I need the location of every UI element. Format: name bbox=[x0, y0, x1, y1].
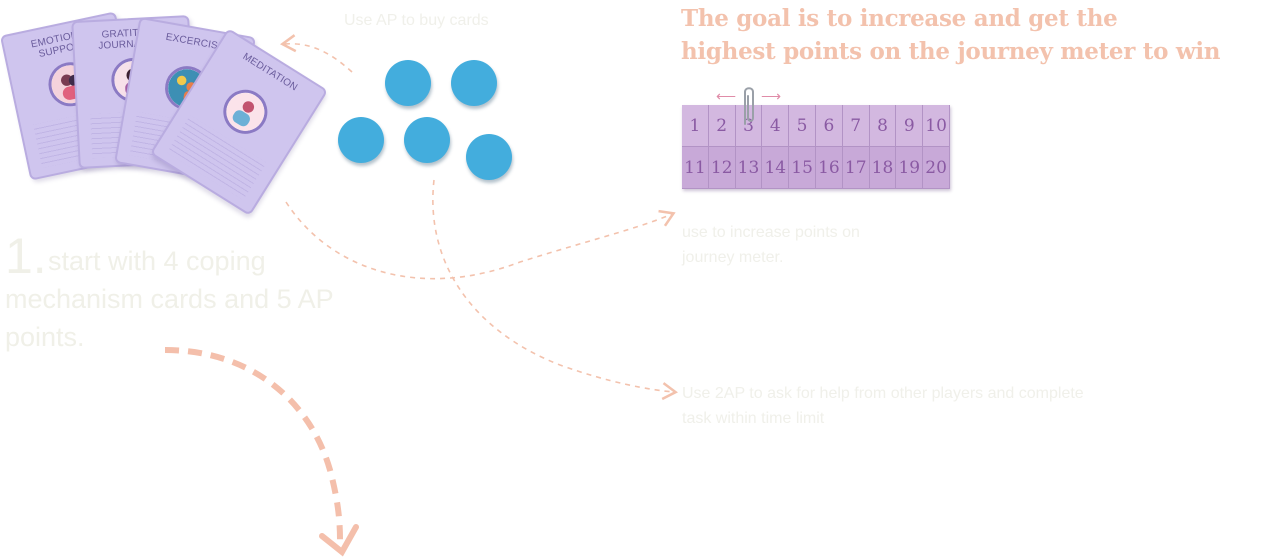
meter-cell-13: 13 bbox=[735, 147, 763, 189]
arrow-left-icon: ⟵ bbox=[716, 88, 737, 104]
step-text: start with 4 coping mechanism cards and … bbox=[5, 246, 334, 352]
goal-line-1: The goal is to increase and get the bbox=[681, 5, 1118, 32]
meter-cell-5: 5 bbox=[789, 105, 816, 147]
ap-token[interactable] bbox=[338, 117, 384, 163]
increase-points-label: use to increase points on journey meter. bbox=[682, 220, 860, 270]
meter-cell-20: 20 bbox=[923, 147, 950, 189]
increase-line-2: journey meter. bbox=[682, 249, 784, 266]
paperclip-icon[interactable] bbox=[741, 84, 757, 128]
meter-cell-12: 12 bbox=[708, 147, 736, 189]
ap-token[interactable] bbox=[466, 134, 512, 180]
arrow-cards-to-meter bbox=[285, 201, 676, 280]
step-number: 1. bbox=[5, 228, 47, 284]
meter-cell-9: 9 bbox=[896, 105, 924, 147]
meter-cell-10: 10 bbox=[923, 105, 950, 147]
ap-token[interactable] bbox=[385, 60, 431, 106]
meter-cell-11: 11 bbox=[682, 147, 709, 189]
meter-cell-19: 19 bbox=[896, 147, 924, 189]
ap-token[interactable] bbox=[451, 60, 497, 106]
meter-cell-2: 2 bbox=[708, 105, 736, 147]
goal-heading: The goal is to increase and get the high… bbox=[681, 2, 1271, 68]
arrow-right-icon: ⟶ bbox=[761, 88, 782, 104]
meter-cell-4: 4 bbox=[762, 105, 790, 147]
meter-cell-6: 6 bbox=[815, 105, 843, 147]
buy-cards-label: Use AP to buy cards bbox=[344, 12, 489, 29]
meter-cell-16: 16 bbox=[815, 147, 843, 189]
meter-cell-8: 8 bbox=[869, 105, 897, 147]
help-line-2: task within time limit bbox=[682, 410, 825, 427]
help-label: Use 2AP to ask for help from other playe… bbox=[682, 381, 1084, 431]
ap-token[interactable] bbox=[404, 117, 450, 163]
arrow-next-step-head bbox=[319, 524, 359, 557]
meter-cell-15: 15 bbox=[789, 147, 816, 189]
arrow-tokens-to-help bbox=[432, 179, 679, 401]
increase-line-1: use to increase points on bbox=[682, 224, 860, 241]
help-line-1: Use 2AP to ask for help from other playe… bbox=[682, 385, 1084, 402]
arrow-next-step bbox=[164, 347, 343, 541]
meter-cell-17: 17 bbox=[842, 147, 870, 189]
card-meditation[interactable]: MEDITATION bbox=[149, 27, 329, 217]
arrow-tokens-to-cards bbox=[279, 34, 353, 73]
meter-cell-7: 7 bbox=[842, 105, 870, 147]
goal-line-2: highest points on the journey meter to w… bbox=[681, 38, 1221, 65]
meter-cell-14: 14 bbox=[762, 147, 790, 189]
meter-cell-1: 1 bbox=[682, 105, 709, 147]
meter-cell-18: 18 bbox=[869, 147, 897, 189]
portrait-icon bbox=[215, 81, 276, 143]
